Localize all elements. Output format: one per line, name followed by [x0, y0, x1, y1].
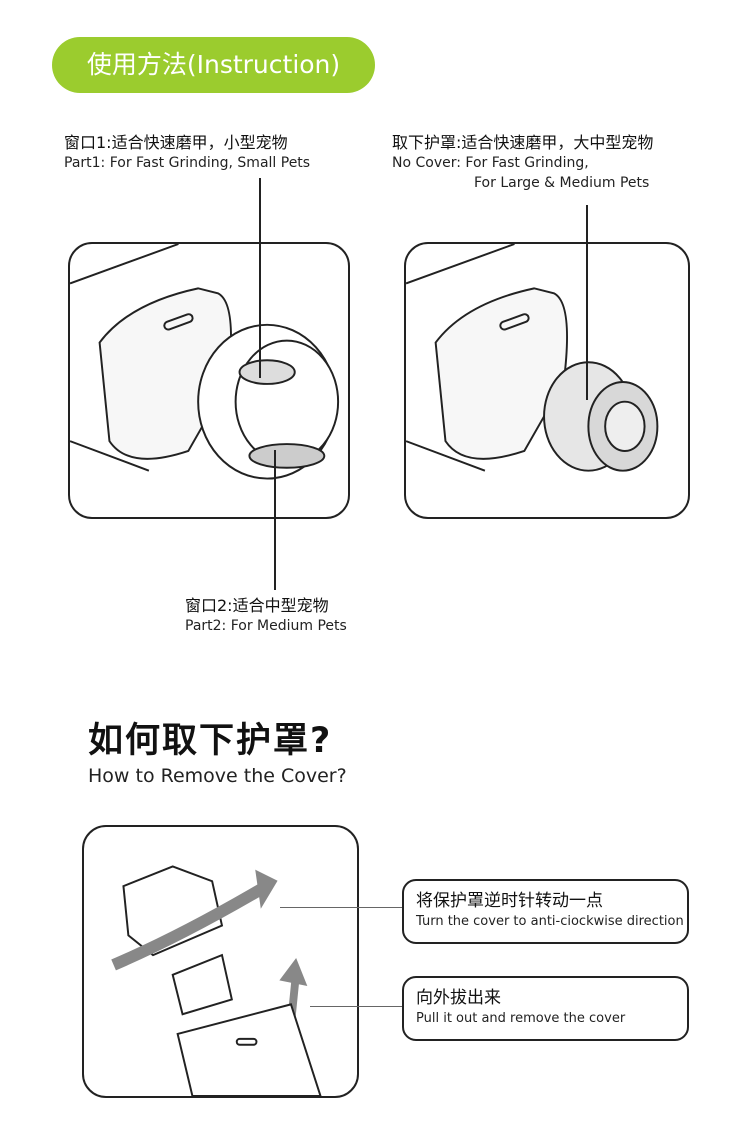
- step-2-en: Pull it out and remove the cover: [416, 1011, 626, 1026]
- no-cover-cn: 取下护罩:适合快速磨甲，大中型宠物: [392, 133, 654, 152]
- step-2-callout: 向外拔出来 Pull it out and remove the cover: [402, 976, 689, 1041]
- part1-pointer-line: [259, 178, 261, 378]
- step-1-en: Turn the cover to anti-ciockwise directi…: [416, 914, 684, 929]
- part2-pointer-line: [274, 450, 276, 590]
- part1-en: Part1: For Fast Grinding, Small Pets: [64, 155, 311, 171]
- part1-cn: 窗口1:适合快速磨甲，小型宠物: [64, 133, 288, 152]
- part1-label: 窗口1:适合快速磨甲，小型宠物 Part1: For Fast Grinding…: [64, 133, 310, 173]
- no-cover-pointer-line: [586, 205, 588, 400]
- part2-label: 窗口2:适合中型宠物 Part2: For Medium Pets: [185, 596, 347, 636]
- step-1-callout: 将保护罩逆时针转动一点 Turn the cover to anti-ciock…: [402, 879, 689, 944]
- grinder-with-cover-illustration: [68, 242, 350, 519]
- grinder-no-cover-illustration: [404, 242, 690, 519]
- remove-cover-title: 如何取下护罩?: [88, 721, 333, 761]
- step-1-cn: 将保护罩逆时针转动一点: [416, 891, 603, 911]
- step2-pointer-line: [310, 1006, 402, 1007]
- no-cover-en-2: For Large & Medium Pets: [474, 175, 650, 191]
- instruction-header: 使用方法(Instruction): [52, 37, 375, 93]
- remove-cover-subtitle: How to Remove the Cover?: [88, 765, 347, 787]
- step1-pointer-line: [280, 907, 402, 908]
- part2-en: Part2: For Medium Pets: [185, 618, 347, 634]
- step-2-cn: 向外拔出来: [416, 988, 501, 1008]
- no-cover-en-1: No Cover: For Fast Grinding,: [392, 155, 589, 171]
- remove-cover-illustration: [82, 825, 359, 1098]
- no-cover-label: 取下护罩:适合快速磨甲，大中型宠物 No Cover: For Fast Gri…: [392, 133, 653, 193]
- part2-cn: 窗口2:适合中型宠物: [185, 596, 329, 615]
